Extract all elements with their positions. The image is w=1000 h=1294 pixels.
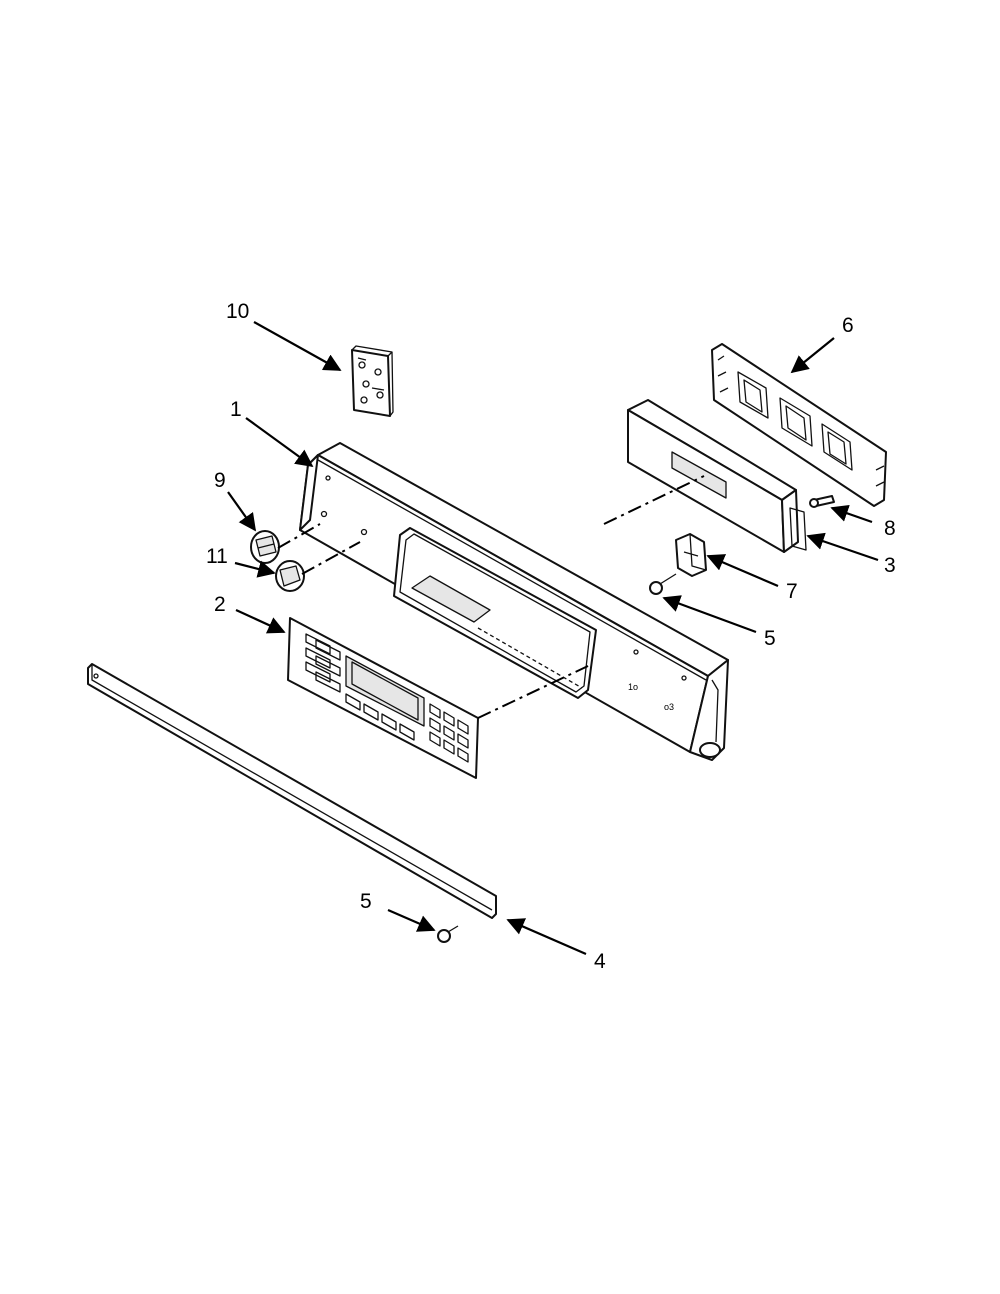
callout-6: 6 (842, 314, 854, 337)
callout-5-lower: 5 (360, 890, 372, 913)
callout-5-upper: 5 (764, 627, 776, 650)
callout-10: 10 (226, 300, 249, 323)
screw-part-5-upper (649, 573, 677, 595)
back-bracket-part-6 (711, 343, 887, 507)
callout-2: 2 (214, 593, 226, 616)
screw-part-5-lower (437, 925, 459, 943)
callout-9: 9 (214, 469, 226, 492)
screw-part-8 (809, 495, 835, 508)
callout-labels: 10 1 9 11 2 6 8 3 7 5 5 4 (206, 300, 896, 973)
callout-7: 7 (786, 580, 798, 603)
control-overlay-part-2 (287, 617, 479, 779)
control-module-part-3 (627, 399, 807, 553)
knob-part-9 (250, 530, 280, 564)
panel-mark-lower: o3 (664, 702, 674, 712)
knob-part-11 (275, 560, 305, 592)
trim-strip-part-4 (87, 663, 497, 919)
callout-3: 3 (884, 554, 896, 577)
bracket-part-7 (675, 533, 707, 577)
callout-1: 1 (230, 398, 242, 421)
circuit-board-part-10 (351, 345, 394, 417)
leader-arrows (227, 321, 879, 956)
callout-8: 8 (884, 517, 896, 540)
callout-4: 4 (594, 950, 606, 973)
callout-11: 11 (206, 545, 228, 568)
assembly-center-lines (277, 475, 705, 719)
control-panel-housing-part-1: 1o o3 (299, 442, 729, 761)
panel-mark-upper: 1o (628, 682, 638, 692)
